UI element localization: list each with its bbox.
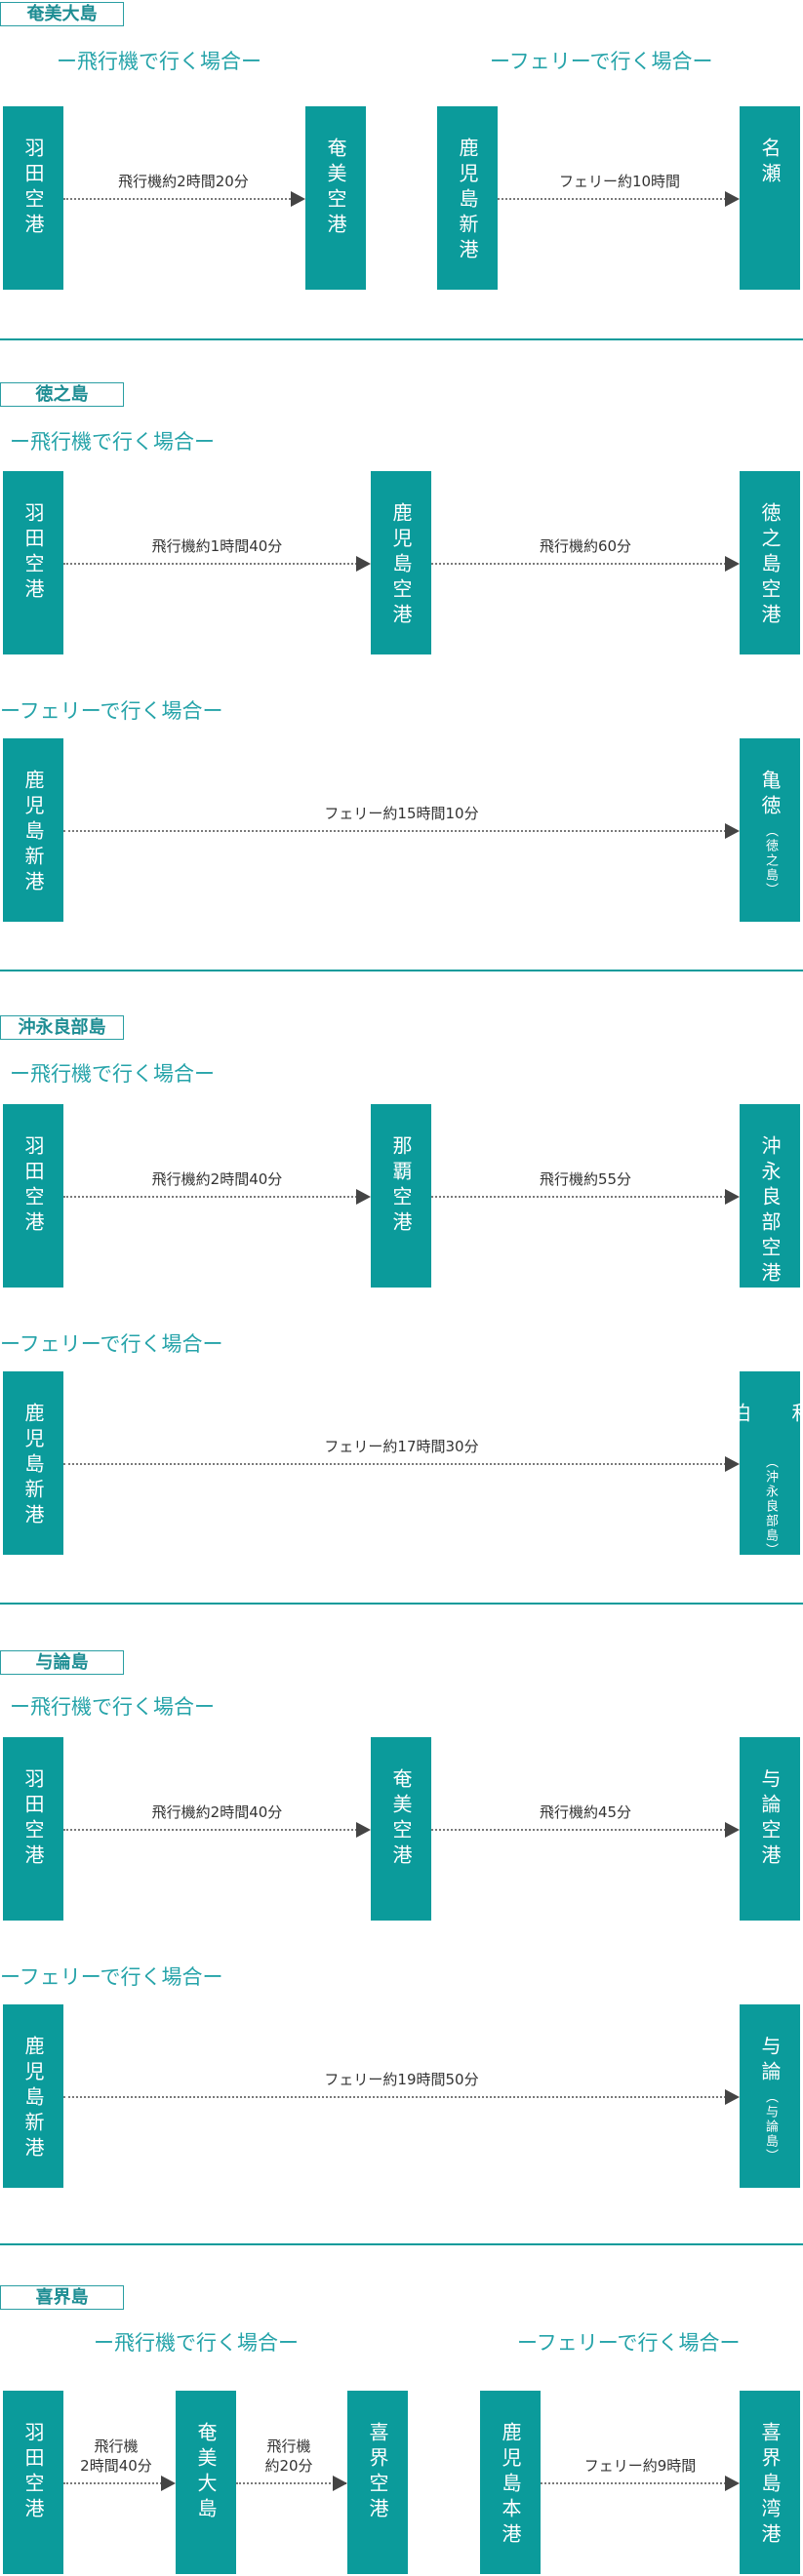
route-line <box>63 1829 364 1831</box>
stop-origin: 羽田空港 <box>3 1104 63 1288</box>
stop-transfer: 那覇空港 <box>371 1104 431 1288</box>
stop-origin: 鹿児島新港 <box>3 2004 63 2188</box>
section-divider <box>0 1603 803 1605</box>
route-label: 飛行機 <box>94 2437 139 2455</box>
arrow-right-icon <box>725 1822 740 1838</box>
stop-origin: 羽田空港 <box>3 471 63 654</box>
ferry-heading: ーフェリーで行く場合ー <box>0 1965 223 1989</box>
stop-destination: 亀徳（徳之島） <box>740 738 800 922</box>
arrow-right-icon <box>333 2476 347 2491</box>
fly-heading: ー飛行機で行く場合ー <box>94 2331 299 2355</box>
fly-heading: ー飛行機で行く場合ー <box>10 1062 215 1086</box>
route-label: 飛行機約45分 <box>539 1803 632 1821</box>
route-label: フェリー約15時間10分 <box>324 805 479 822</box>
route-line <box>431 1196 742 1198</box>
route-line <box>63 1463 742 1465</box>
arrow-right-icon <box>725 1189 740 1205</box>
stop-transfer: 奄美大島 <box>176 2391 236 2574</box>
route-line <box>431 1829 742 1831</box>
route-line <box>236 2482 346 2484</box>
arrow-right-icon <box>356 556 371 572</box>
stop-destination: 与論空港 <box>740 1737 800 1921</box>
stop-destination: 奄美空港 <box>305 106 366 290</box>
ferry-heading: ーフェリーで行く場合ー <box>0 699 223 723</box>
route-label: フェリー約9時間 <box>583 2457 697 2475</box>
arrow-right-icon <box>725 1456 740 1472</box>
stop-destination: 名瀬 <box>740 106 800 290</box>
route-label: フェリー約19時間50分 <box>324 2071 479 2088</box>
arrow-right-icon <box>725 556 740 572</box>
stop-origin: 鹿児島新港 <box>437 106 498 290</box>
stop-origin: 羽田空港 <box>3 1737 63 1921</box>
route-label: 飛行機約2時間40分 <box>151 1803 283 1821</box>
stop-destination: 沖永良部空港 <box>740 1104 800 1288</box>
stop-destination: 徳之島空港 <box>740 471 800 654</box>
route-label: 飛行機 <box>266 2437 311 2455</box>
route-label: 飛行機約2時間20分 <box>118 173 249 190</box>
section-title-amami: 奄美大島 <box>0 2 124 26</box>
route-label: フェリー約17時間30分 <box>324 1438 479 1455</box>
section-divider <box>0 970 803 971</box>
stop-origin: 鹿児島本港 <box>480 2391 541 2574</box>
section-title-yoron: 与論島 <box>0 1650 124 1675</box>
arrow-right-icon <box>725 2476 740 2491</box>
route-line <box>431 563 742 565</box>
ferry-heading: ーフェリーで行く場合ー <box>0 1332 223 1356</box>
stop-origin: 羽田空港 <box>3 2391 63 2574</box>
route-line <box>63 198 299 200</box>
route-label: 2時間40分 <box>80 2457 152 2475</box>
section-title-okinoerabu: 沖永良部島 <box>0 1015 124 1040</box>
route-line <box>63 2482 169 2484</box>
stop-destination: 和泊（沖永良部島） <box>728 1371 803 1558</box>
arrow-right-icon <box>725 2089 740 2105</box>
arrow-right-icon <box>161 2476 176 2491</box>
stop-origin: 羽田空港 <box>3 106 63 290</box>
route-line <box>63 1196 364 1198</box>
stop-origin: 鹿児島新港 <box>3 1371 63 1555</box>
route-line <box>541 2482 742 2484</box>
stop-transfer: 奄美空港 <box>371 1737 431 1921</box>
section-title-tokunoshima: 徳之島 <box>0 382 124 407</box>
stop-destination: 与論（与論島） <box>740 2004 800 2188</box>
route-line <box>63 2096 742 2098</box>
route-label: 約20分 <box>264 2457 313 2475</box>
stop-transfer: 鹿児島空港 <box>371 471 431 654</box>
stop-origin: 鹿児島新港 <box>3 738 63 922</box>
section-divider <box>0 338 803 340</box>
arrow-right-icon <box>356 1189 371 1205</box>
arrow-right-icon <box>356 1822 371 1838</box>
route-line <box>63 563 364 565</box>
stop-destination: 喜界島湾港 <box>740 2391 800 2574</box>
arrow-right-icon <box>725 823 740 839</box>
route-label: 飛行機約1時間40分 <box>151 537 283 555</box>
fly-heading: ー飛行機で行く場合ー <box>10 430 215 454</box>
section-divider <box>0 2243 803 2245</box>
arrow-right-icon <box>725 191 740 207</box>
arrow-right-icon <box>291 191 305 207</box>
route-label: フェリー約10時間 <box>558 173 681 190</box>
stop-destination: 喜界空港 <box>347 2391 408 2574</box>
route-label: 飛行機約55分 <box>539 1170 632 1188</box>
route-line <box>63 830 742 832</box>
route-line <box>498 198 742 200</box>
ferry-heading: ーフェリーで行く場合ー <box>517 2331 741 2355</box>
route-label: 飛行機約2時間40分 <box>151 1170 283 1188</box>
fly-heading: ー飛行機で行く場合ー <box>57 50 261 73</box>
fly-heading: ー飛行機で行く場合ー <box>10 1695 215 1719</box>
ferry-heading: ーフェリーで行く場合ー <box>490 50 713 73</box>
route-label: 飛行機約60分 <box>539 537 632 555</box>
section-title-kikai: 喜界島 <box>0 2285 124 2310</box>
